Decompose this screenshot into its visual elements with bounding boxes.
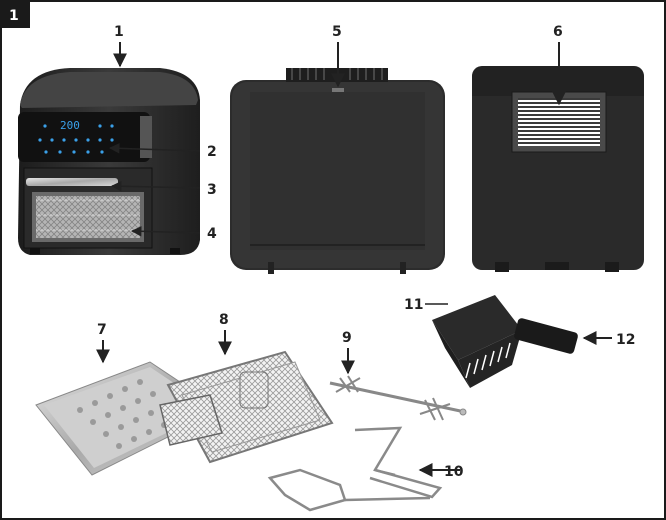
callout-4: 4	[130, 226, 217, 242]
top-release-button	[332, 88, 344, 94]
callout-7: 7	[96, 322, 110, 364]
callout-label-12: 12	[616, 332, 635, 348]
rotisserie-lifter	[267, 426, 443, 512]
air-fryer-rear-view	[472, 66, 644, 272]
callout-11: 11	[404, 297, 448, 313]
callout-label-10: 10	[444, 464, 464, 480]
frying-basket	[432, 295, 578, 388]
callout-1: 1	[113, 24, 127, 68]
callout-8: 8	[218, 312, 232, 356]
callout-5: 5	[331, 24, 345, 88]
air-fryer-top-view	[230, 68, 445, 274]
callout-6: 6	[552, 24, 566, 106]
callout-2: 2	[108, 143, 217, 160]
door-handle	[26, 178, 118, 186]
figure-number-tab: 1	[2, 2, 30, 28]
callout-label-3: 3	[207, 182, 217, 198]
callout-label-9: 9	[342, 330, 352, 346]
mesh-racks	[159, 350, 334, 464]
basket-handle	[514, 318, 578, 354]
rotisserie-spit	[329, 375, 467, 421]
callout-label-11: 11	[404, 297, 423, 313]
mesh-trays-inside	[36, 196, 140, 238]
display-readout: 200	[60, 119, 80, 132]
callout-label-7: 7	[97, 322, 107, 338]
figure-number: 1	[9, 8, 19, 24]
callout-label-8: 8	[219, 312, 229, 328]
callout-label-1: 1	[114, 24, 124, 40]
callout-9: 9	[341, 330, 355, 375]
control-panel	[18, 112, 150, 162]
air-fryer-front-view: 200	[18, 68, 200, 255]
rotisserie-basket	[239, 371, 269, 409]
callout-12: 12	[582, 331, 635, 348]
callout-label-5: 5	[332, 24, 342, 40]
callout-3: 3	[110, 180, 217, 198]
callout-label-4: 4	[207, 226, 217, 242]
callout-10: 10	[418, 463, 464, 480]
callout-label-2: 2	[207, 144, 217, 160]
callout-label-6: 6	[553, 24, 563, 40]
